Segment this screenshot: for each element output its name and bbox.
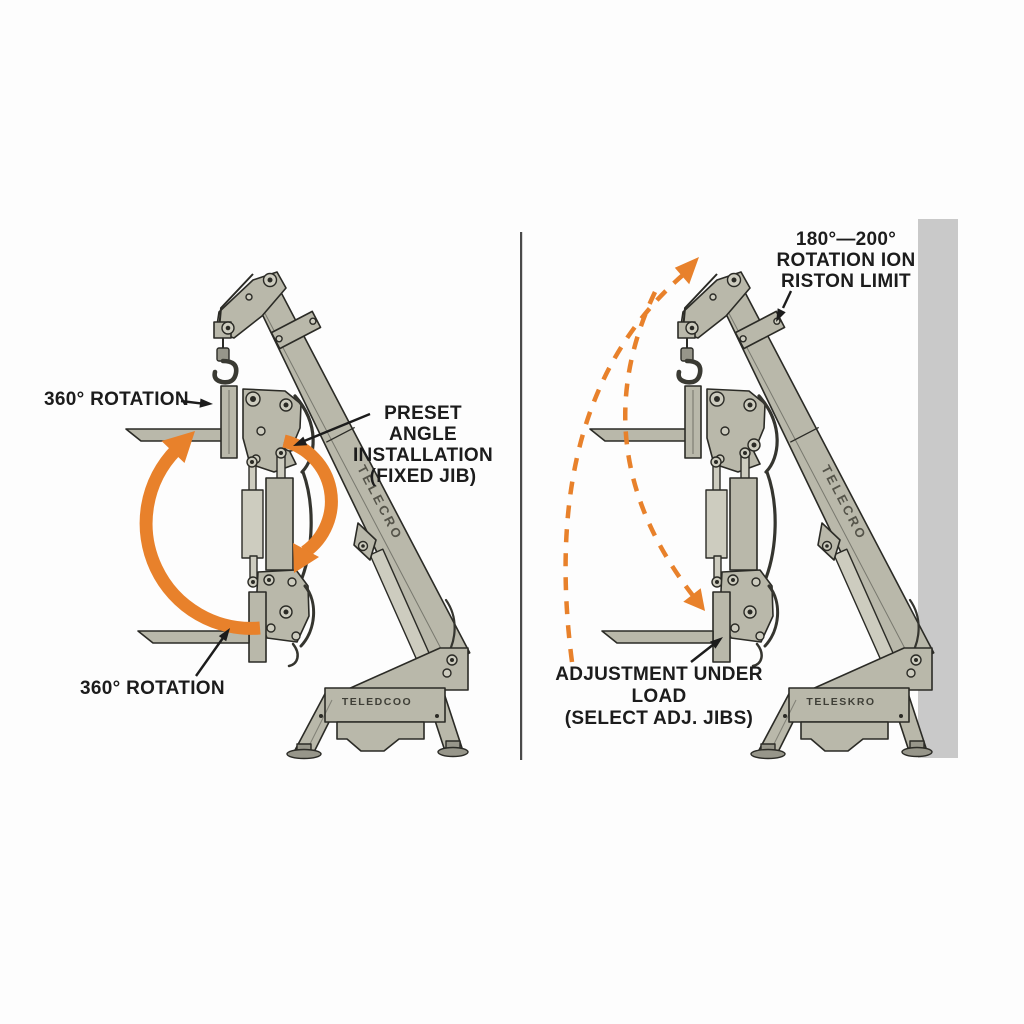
label-360-rotation-bottom: 360° ROTATION: [80, 678, 225, 699]
leader-preset: [302, 412, 371, 443]
label-preset-line-1: PRESET ANGLE: [384, 403, 462, 445]
label-limit-line-2: ROTATION ION: [776, 250, 916, 271]
rotation-arc-left: [139, 445, 261, 635]
label-preset-line-2: INSTALLATION: [352, 445, 494, 466]
leader-limit: [781, 290, 793, 309]
leader-rotation-bottom: [195, 635, 225, 677]
rotation-arrowhead-up: [161, 431, 195, 463]
leader-rotation-top: [180, 399, 203, 405]
label-rotation-limit: 180°—200° ROTATION ION RISTON LIMIT: [770, 229, 922, 292]
label-preset-angle: PRESET ANGLE INSTALLATION (FIXED JIB): [352, 403, 494, 487]
label-adjust-line-1: ADJUSTMENT UNDER LOAD: [555, 664, 763, 707]
swing-range-arrows: [563, 257, 705, 663]
rotation-arrowhead-down: [293, 543, 319, 573]
leader-arrows: [180, 290, 793, 677]
label-limit-line-1: 180°—200°: [795, 229, 897, 250]
swing-arrowhead-down: [683, 588, 705, 611]
label-360-rotation-top: 360° ROTATION: [44, 389, 189, 410]
label-limit-line-3: RISTON LIMIT: [781, 271, 911, 292]
rotation-arrow-circle: [139, 431, 338, 635]
divider-line: [520, 232, 523, 760]
label-adjustment: ADJUSTMENT UNDER LOAD (SELECT ADJ. JIBS): [543, 664, 775, 730]
swing-arc-outer: [563, 272, 686, 663]
leader-adjust: [690, 643, 715, 663]
left-base-brand-text: TELEDCOO: [342, 696, 412, 708]
rotation-arc-right: [282, 434, 338, 558]
right-base-brand-text: TELESKRO: [806, 696, 875, 708]
label-adjust-line-2: (SELECT ADJ. JIBS): [564, 708, 754, 729]
label-preset-line-3: (FIXED JIB): [369, 466, 477, 487]
swing-arrowhead-up: [674, 257, 699, 285]
